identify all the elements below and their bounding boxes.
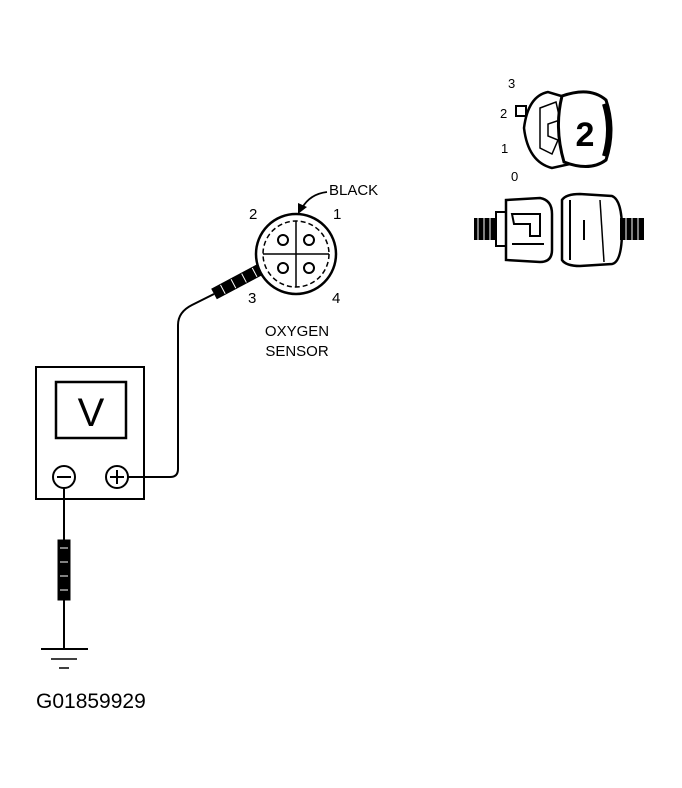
sensor-name-line2: SENSOR [265,343,329,360]
positive-terminal[interactable] [105,465,129,489]
key-position-2: 2 [500,106,507,121]
pin-label-3: 3 [248,290,256,307]
sensor-pin-4 [303,262,315,274]
key-position-0: 0 [511,169,518,184]
sensor-pin-2 [277,234,289,246]
sensor-name-line1: OXYGEN [265,323,329,340]
probe-handle-negative [57,539,71,601]
negative-lead [57,488,71,648]
key-position-1: 1 [501,141,508,156]
pin-label-2: 2 [249,206,257,223]
voltmeter-display-text: V [78,391,105,435]
ground-icon [41,648,88,669]
black-wire-arrow [301,191,328,209]
harness-connector-icon [474,192,644,268]
key-position-3: 3 [508,76,515,91]
figure-id: G01859929 [36,690,146,713]
ignition-key-selected: 2 [576,116,595,154]
sensor-pin-1 [303,234,315,246]
voltmeter-display [54,380,128,440]
pin-label-1: 1 [333,206,341,223]
voltmeter: V [35,366,145,500]
ignition-key-icon: 2 [515,90,613,170]
negative-terminal[interactable] [52,465,76,489]
pin-label-4: 4 [332,290,340,307]
sensor-pin-3 [277,262,289,274]
oxygen-sensor-connector [254,212,338,296]
probe-handle-positive [211,259,272,300]
wire-color-label: BLACK [329,182,378,199]
